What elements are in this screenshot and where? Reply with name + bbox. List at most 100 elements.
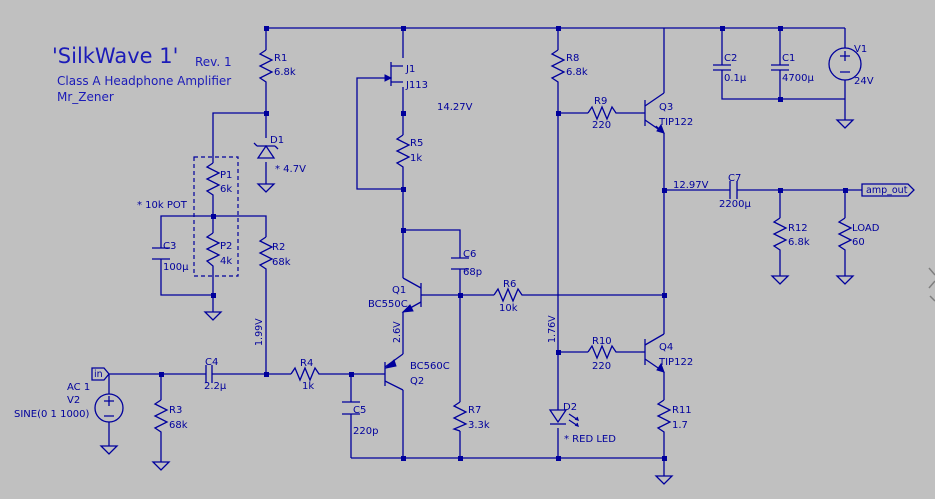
label-R8: R8 (566, 53, 579, 64)
resistor-LOAD (837, 217, 853, 254)
label-R5: R5 (410, 138, 423, 149)
voltage-12-97: 12.97V (673, 180, 709, 191)
note-D1: * 4.7V (275, 164, 306, 175)
label-D1: D1 (270, 135, 284, 146)
label-V1: V1 (854, 44, 867, 55)
source-V2 (94, 393, 124, 423)
value-R3: 68k (169, 420, 188, 431)
label-R1: R1 (274, 53, 287, 64)
label-J1: J1 (405, 64, 415, 75)
resistor-R6 (493, 287, 525, 303)
value-V1: 24V (854, 76, 874, 87)
capacitor-C4 (196, 365, 222, 383)
capacitor-C2 (713, 64, 731, 71)
title-author: Mr_Zener (57, 90, 114, 104)
jfet-J1 (384, 62, 403, 86)
title-name: 'SilkWave 1' (52, 44, 178, 68)
capacitor-C6 (451, 257, 469, 270)
value-R11: 1.7 (672, 420, 688, 431)
value-R1: 6.8k (274, 67, 296, 78)
value-C1: 4700μ (782, 73, 814, 84)
node-voltages: 14.27V 12.97V 1.99V 2.6V 1.76V (254, 102, 709, 346)
label-R4: R4 (300, 358, 313, 369)
resistor-R7 (452, 401, 468, 432)
value-P2: 4k (220, 256, 232, 267)
resistor-R5 (395, 134, 411, 171)
label-R3: R3 (169, 405, 182, 416)
ac-V2: AC 1 (67, 382, 90, 393)
ground-symbols (99, 119, 855, 485)
label-Q4: Q4 (659, 342, 673, 353)
label-C3: C3 (163, 241, 176, 252)
resistor-P2 (205, 232, 221, 270)
label-R9: R9 (594, 96, 607, 107)
resistor-R4 (290, 366, 322, 382)
label-C5: C5 (353, 405, 366, 416)
title-subtitle: Class A Headphone Amplifier (57, 74, 231, 88)
label-R7: R7 (468, 405, 481, 416)
label-C1: C1 (782, 53, 795, 64)
value-R4: 1k (302, 381, 314, 392)
label-R11: R11 (672, 405, 692, 416)
label-V2: V2 (67, 395, 80, 406)
value-P1: 6k (220, 184, 232, 195)
value-Q3: TIP122 (658, 117, 693, 128)
label-R12: R12 (788, 223, 808, 234)
value-R6: 10k (499, 303, 518, 314)
value-C2: 0.1μ (724, 73, 747, 84)
value-Q1: BC550C (368, 299, 408, 310)
label-Q1: Q1 (392, 285, 406, 296)
voltage-1-99: 1.99V (254, 318, 265, 346)
label-Q3: Q3 (659, 102, 673, 113)
capacitor-C5 (342, 401, 360, 415)
label-Q2: Q2 (410, 376, 424, 387)
value-R10: 220 (592, 361, 611, 372)
capacitor-C3 (152, 247, 170, 260)
resistor-R1 (258, 49, 274, 86)
label-P2: P2 (220, 241, 232, 252)
led-D2 (548, 409, 580, 428)
resistor-R2 (258, 236, 274, 273)
voltage-1-76: 1.76V (547, 315, 558, 343)
value-R7: 3.3k (468, 420, 490, 431)
value-C7: 2200μ (719, 199, 751, 210)
junctions (159, 26, 848, 461)
value-LOAD: 60 (852, 237, 865, 248)
transistor-Q4 (641, 333, 665, 373)
note-D2: * RED LED (564, 434, 616, 445)
pot-outline (193, 156, 239, 277)
value-R9: 220 (592, 120, 611, 131)
value-R5: 1k (410, 153, 422, 164)
value-C4: 2.2μ (204, 381, 227, 392)
value-C5: 220p (353, 426, 378, 437)
input-port-label: in (94, 369, 103, 380)
value-R12: 6.8k (788, 237, 810, 248)
source-V1 (828, 47, 862, 81)
svg-text:'SilkWave 1': 'SilkWave 1' (52, 44, 178, 68)
transistor-Q2 (381, 353, 404, 391)
label-R2: R2 (272, 242, 285, 253)
label-R6: R6 (503, 279, 516, 290)
component-labels: R1 6.8k D1 * 4.7V P1 6k * 10k POT P2 4k … (14, 44, 880, 445)
value-C3: 100μ (163, 262, 189, 273)
value-Q4: TIP122 (658, 357, 693, 368)
transistor-Q1 (401, 277, 425, 313)
voltage-14-27: 14.27V (437, 102, 473, 113)
resistor-R8 (550, 49, 566, 86)
capacitor-C7 (729, 181, 738, 199)
resistor-R9 (587, 105, 619, 121)
edge-marks (928, 267, 935, 302)
value-Q2: BC560C (410, 361, 450, 372)
output-port (861, 183, 915, 197)
resistor-R3 (153, 399, 169, 436)
label-LOAD: LOAD (852, 223, 880, 234)
value-R8: 6.8k (566, 67, 588, 78)
transistor-Q3 (641, 92, 665, 134)
label-C7: C7 (728, 173, 741, 184)
value-C6: 68p (463, 267, 482, 278)
zener-D1 (253, 142, 279, 159)
label-D2: D2 (563, 402, 577, 413)
value-J1: J113 (405, 80, 428, 91)
title-block: 'SilkWave 1' Rev. 1 Class A Headphone Am… (52, 44, 232, 104)
